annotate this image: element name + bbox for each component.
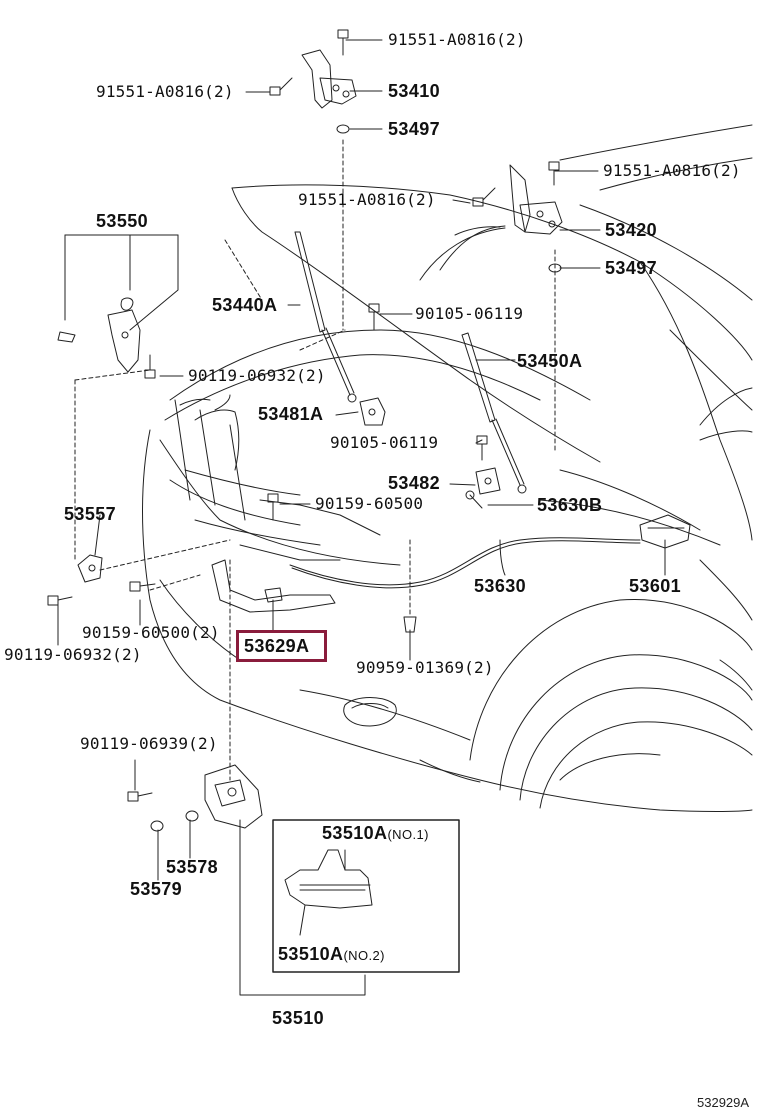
callout-53510a-no1: 53510A(NO.1): [322, 824, 429, 842]
callout-90119-06932: 90119-06932(2): [4, 645, 142, 664]
bolt-icon: [267, 493, 279, 521]
bracket-right-icon: [475, 467, 501, 495]
bolt-icon: [127, 791, 153, 802]
bolt-icon: [368, 303, 380, 331]
cushion-icon: [185, 810, 199, 822]
hood-hinge-right-icon: [509, 164, 563, 235]
car-body-outline: [142, 124, 753, 812]
cable-end-icon: [465, 490, 483, 509]
bolt-icon: [337, 29, 349, 56]
hood-release-cable-icon: [289, 537, 641, 589]
hood-lock-upper-icon: [57, 297, 141, 373]
bolt-icon: [47, 595, 73, 606]
bolt-icon: [129, 581, 156, 592]
callout-91551-a0816: 91551-A0816(2): [298, 190, 436, 209]
illustration-code: 532929A: [697, 1095, 750, 1110]
callout-90159-60500: 90159-60500: [315, 494, 424, 513]
bolt-icon: [476, 435, 488, 461]
cushion-icon: [150, 820, 164, 832]
callout-90959-01369: 90959-01369(2): [356, 658, 494, 677]
bracket-left-icon: [359, 397, 386, 426]
callout-91551-a0816: 91551-A0816(2): [603, 161, 741, 180]
callout-90105-06119: 90105-06119: [330, 433, 439, 452]
cable-clamp-icon: [211, 559, 336, 613]
callout-53410: 53410: [388, 81, 441, 101]
callout-91551-a0816: 91551-A0816(2): [388, 30, 526, 49]
highlighted-part-frame: [236, 630, 327, 662]
hood-support-rod-right-icon: [461, 332, 527, 494]
bolt-icon: [144, 354, 156, 379]
callout-90119-06939: 90119-06939(2): [80, 734, 218, 753]
lock-detail-inset: [272, 819, 460, 973]
callout-53510a: 53510A: [322, 823, 388, 843]
callout-53510a-no2: 53510A(NO.2): [278, 945, 385, 963]
clip-icon: [403, 616, 417, 633]
bolt-icon: [269, 77, 293, 96]
callout-53497: 53497: [605, 258, 658, 278]
callout-53630b: 53630B: [537, 495, 603, 515]
hood-release-lever-icon: [639, 514, 691, 549]
callout-note-no2: (NO.2): [343, 948, 385, 963]
callout-53629a: 53629A: [244, 636, 310, 656]
callout-53578: 53578: [166, 857, 219, 877]
callout-53510: 53510: [272, 1008, 325, 1028]
callout-53510a: 53510A: [278, 944, 344, 964]
bolt-icon: [548, 161, 560, 186]
callout-53440a: 53440A: [212, 295, 278, 315]
hood-lock-icon: [204, 764, 263, 829]
callout-53550: 53550: [96, 211, 149, 231]
callout-53420: 53420: [605, 220, 658, 240]
callout-53450a: 53450A: [517, 351, 583, 371]
callout-53630: 53630: [474, 576, 527, 596]
callout-90105-06119: 90105-06119: [415, 304, 524, 323]
callout-53557: 53557: [64, 504, 117, 524]
callout-53601: 53601: [629, 576, 682, 596]
hood-support-rod-left-icon: [294, 231, 357, 403]
dashed-reference-lines: [74, 139, 556, 781]
callout-note-no1: (NO.1): [387, 827, 429, 842]
callout-53497: 53497: [388, 119, 441, 139]
callout-53482: 53482: [388, 473, 441, 493]
cushion-icon: [336, 124, 350, 134]
callout-53481a: 53481A: [258, 404, 324, 424]
bolt-icon: [472, 187, 496, 207]
callout-90119-06932: 90119-06932(2): [188, 366, 326, 385]
leader-lines: [57, 39, 666, 996]
hood-stay-icon: [77, 554, 103, 583]
callout-91551-a0816: 91551-A0816(2): [96, 82, 234, 101]
callout-53579: 53579: [130, 879, 183, 899]
callout-90159-60500: 90159-60500(2): [82, 623, 220, 642]
hood-hinge-left-icon: [301, 49, 357, 109]
cushion-icon: [548, 263, 562, 273]
